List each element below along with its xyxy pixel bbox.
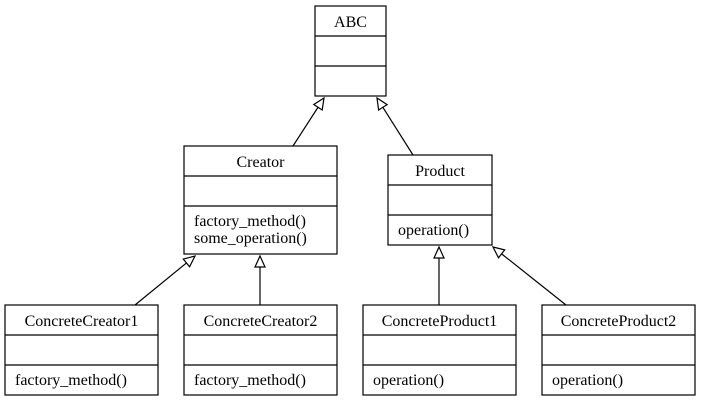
class-concrete-product-2: ConcreteProduct2 operation(): [541, 304, 696, 396]
class-box: [183, 145, 338, 255]
edge-concrete-product-1-to-product: [433, 245, 445, 305]
class-name: ConcreteCreator1: [25, 313, 139, 330]
class-name: ABC: [334, 14, 367, 31]
class-name: Creator: [237, 154, 286, 171]
class-abc: ABC: [314, 5, 387, 97]
inheritance-arrowhead: [312, 96, 325, 112]
class-box: [314, 5, 387, 97]
edge-line: [292, 106, 319, 147]
class-name: ConcreteProduct1: [382, 313, 498, 330]
class-method: factory_method(): [15, 372, 127, 389]
class-box: [541, 304, 696, 396]
edge-product-to-abc: [376, 96, 414, 156]
edge-concrete-creator-2-to-creator: [254, 254, 266, 305]
class-name: ConcreteProduct2: [561, 313, 677, 330]
class-name: ConcreteCreator2: [204, 313, 318, 330]
class-box: [183, 304, 338, 396]
edges-layer: [134, 96, 567, 306]
edge-creator-to-abc: [292, 96, 325, 147]
class-box: [387, 154, 493, 246]
inheritance-arrowhead: [376, 96, 389, 112]
edge-line: [501, 253, 567, 306]
edge-line: [134, 262, 187, 306]
class-method: operation(): [552, 372, 623, 389]
class-box: [4, 304, 159, 396]
class-concrete-creator-2: ConcreteCreator2 factory_method(): [183, 304, 338, 396]
inheritance-arrowhead: [433, 245, 445, 259]
class-method: operation(): [373, 372, 444, 389]
class-concrete-product-1: ConcreteProduct1 operation(): [362, 304, 517, 396]
inheritance-arrowhead: [182, 255, 197, 268]
edge-line: [382, 106, 414, 156]
inheritance-arrowhead: [491, 246, 506, 259]
class-name: Product: [415, 163, 465, 180]
inheritance-arrowhead: [254, 254, 266, 268]
class-method: factory_method(): [194, 213, 306, 230]
class-method: factory_method(): [194, 372, 306, 389]
classes-layer: ABCCreatorfactory_method()some_operation…: [4, 5, 696, 396]
class-method: operation(): [398, 222, 469, 239]
class-method: some_operation(): [194, 230, 307, 247]
class-concrete-creator-1: ConcreteCreator1 factory_method(): [4, 304, 159, 396]
class-product: Product operation(): [387, 154, 493, 246]
class-creator: Creator factory_method()some_operation(): [183, 145, 338, 255]
edge-concrete-creator-1-to-creator: [134, 255, 197, 306]
edge-concrete-product-2-to-product: [491, 246, 567, 306]
class-box: [362, 304, 517, 396]
